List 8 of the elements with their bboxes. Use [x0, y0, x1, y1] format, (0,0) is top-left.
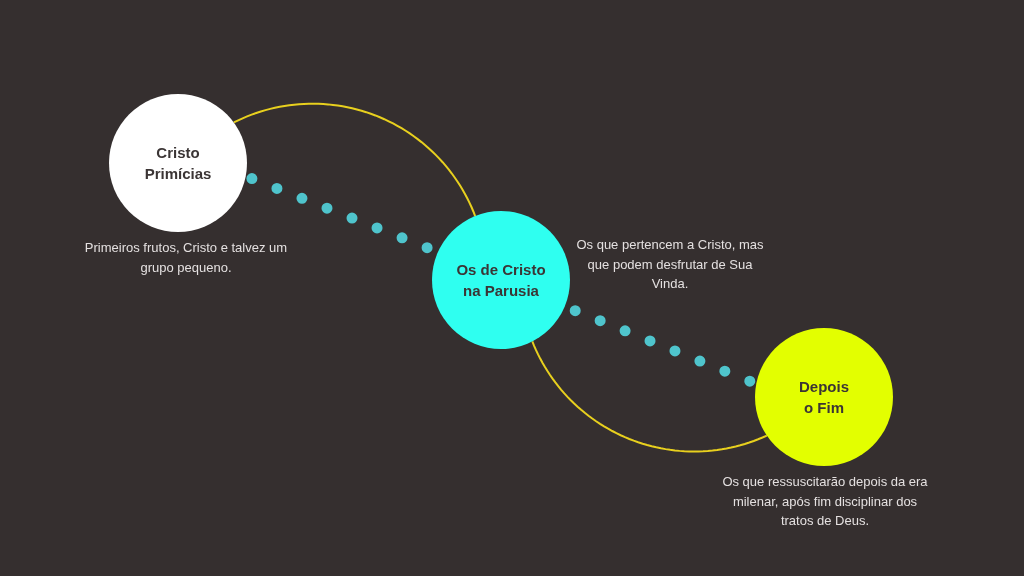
node-description: Os que ressuscitarão depois da era milenar, após fim disciplinar dos tratos de Deus.	[721, 473, 929, 530]
node-title: Depois o Fim	[798, 377, 850, 418]
curved-connector	[531, 340, 768, 453]
node-title: Cristo Primícias	[143, 143, 213, 184]
node-description: Os que pertencem a Cristo, mas que podem desfrutar de Sua Vinda.	[575, 236, 765, 293]
curved-connector	[232, 102, 477, 217]
node-description: Primeiros frutos, Cristo e talvez um grupo pequeno.	[83, 239, 289, 277]
node-title: Os de Cristo na Parusia	[455, 260, 547, 301]
